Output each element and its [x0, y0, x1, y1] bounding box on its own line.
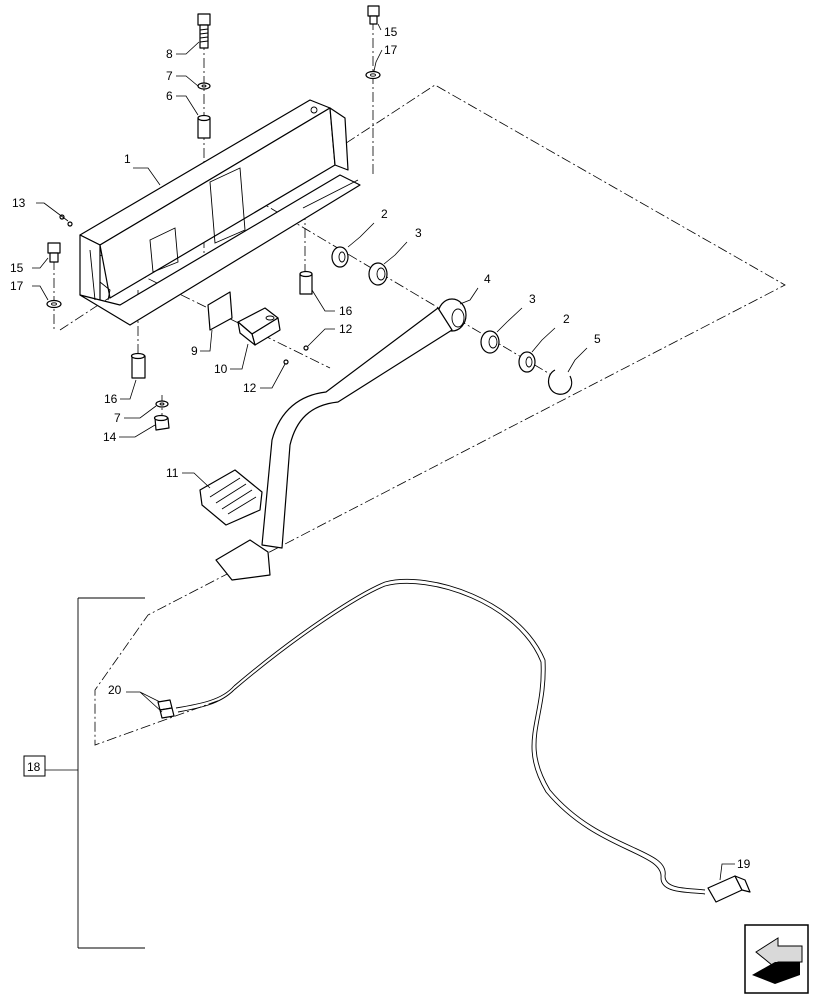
- svg-text:15: 15: [384, 25, 398, 39]
- next-page-arrow-icon[interactable]: [744, 924, 809, 994]
- svg-text:15: 15: [10, 261, 24, 275]
- callout-11: 11: [166, 466, 211, 489]
- svg-text:2: 2: [563, 312, 570, 326]
- svg-text:3: 3: [529, 292, 536, 306]
- svg-text:8: 8: [166, 47, 173, 61]
- callout-17-left: 17: [10, 279, 49, 301]
- washer-2-left: [331, 246, 349, 268]
- callout-3-right: 3: [496, 292, 536, 333]
- svg-text:5: 5: [594, 332, 601, 346]
- svg-text:18: 18: [27, 760, 41, 774]
- pedal-pad-11: [199, 469, 263, 526]
- svg-text:7: 7: [114, 411, 121, 425]
- callout-17-top: 17: [373, 43, 398, 72]
- switch-10: [237, 307, 281, 346]
- callout-6: 6: [166, 89, 199, 116]
- svg-text:16: 16: [104, 392, 118, 406]
- clip-5: [548, 369, 573, 395]
- callout-14: 14: [103, 424, 156, 444]
- callout-5: 5: [567, 332, 601, 373]
- callout-8: 8: [166, 41, 200, 61]
- screw-12: [283, 345, 309, 365]
- callout-12-top: 12: [307, 322, 353, 347]
- bolt-15-left: [47, 242, 61, 263]
- callout-4: 4: [459, 272, 491, 305]
- callout-2-left: 2: [347, 207, 388, 248]
- pedal-bracket: [79, 99, 361, 326]
- spacer-6: [197, 114, 211, 139]
- svg-text:16: 16: [339, 304, 353, 318]
- svg-text:13: 13: [12, 196, 26, 210]
- spacer-16-right: [299, 270, 313, 295]
- callout-9: 9: [191, 329, 213, 358]
- rivet-13: [59, 214, 73, 227]
- washer-7-bottom: [155, 400, 169, 408]
- svg-text:17: 17: [10, 279, 24, 293]
- callout-7-bottom: 7: [114, 405, 157, 425]
- svg-text:3: 3: [415, 226, 422, 240]
- bushing-3-left: [368, 262, 388, 286]
- svg-text:10: 10: [214, 362, 228, 376]
- callout-10: 10: [214, 343, 249, 376]
- svg-text:2: 2: [381, 207, 388, 221]
- callout-19: 19: [719, 857, 751, 881]
- svg-text:1: 1: [124, 152, 131, 166]
- callout-20: 20: [108, 683, 163, 713]
- pad-9: [207, 291, 233, 331]
- svg-text:20: 20: [108, 683, 122, 697]
- pedal-arm-4: [215, 298, 467, 581]
- svg-text:4: 4: [484, 272, 491, 286]
- callout-18-box: 18: [23, 755, 78, 777]
- svg-text:11: 11: [166, 466, 179, 480]
- callout-12-bottom: 12: [243, 363, 286, 395]
- washer-17-left: [46, 299, 62, 309]
- callout-15-left: 15: [10, 257, 49, 275]
- callout-16-right: 16: [311, 289, 353, 318]
- bolt-8: [197, 13, 211, 49]
- svg-text:7: 7: [166, 69, 173, 83]
- spacer-16-left: [130, 352, 146, 379]
- svg-text:12: 12: [339, 322, 353, 336]
- assembly-boundary-line: [59, 84, 786, 746]
- callout-2-right: 2: [531, 312, 570, 353]
- callout-7-top: 7: [166, 69, 199, 87]
- svg-text:17: 17: [384, 43, 398, 57]
- svg-text:6: 6: [166, 89, 173, 103]
- callout-13: 13: [12, 196, 69, 222]
- svg-text:9: 9: [191, 344, 198, 358]
- bolt-15-top: [367, 5, 380, 25]
- callout-16-left: 16: [104, 379, 137, 406]
- washer-2-right: [518, 351, 536, 373]
- svg-text:12: 12: [243, 381, 257, 395]
- callout-3-left: 3: [383, 226, 422, 265]
- svg-text:14: 14: [103, 430, 117, 444]
- washer-17-top: [365, 70, 381, 80]
- callout-15-top: 15: [377, 23, 398, 39]
- nut-14: [153, 414, 170, 431]
- washer-7-top: [197, 82, 211, 90]
- svg-text:19: 19: [737, 857, 751, 871]
- wire-harness-18: [77, 578, 751, 949]
- callout-1: 1: [124, 152, 161, 186]
- bushing-3-right: [480, 330, 500, 354]
